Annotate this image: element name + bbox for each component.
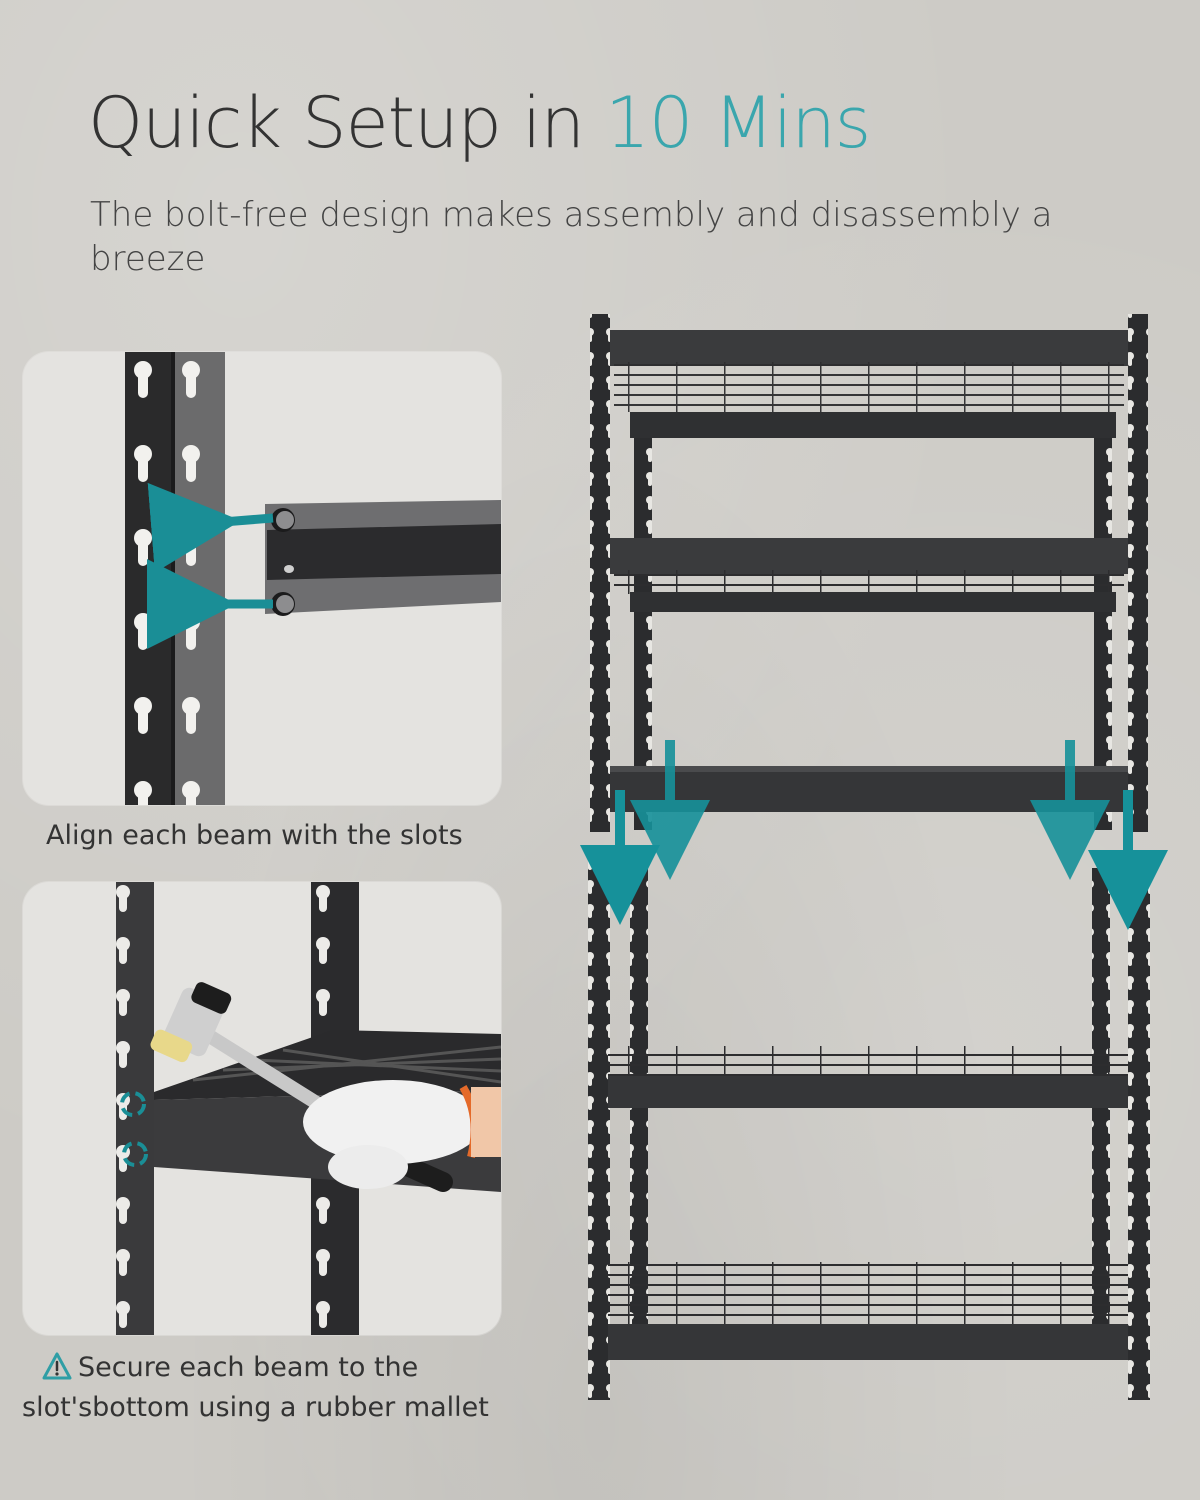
subheadline: The bolt-free design makes assembly and … xyxy=(90,195,1053,279)
down-arrow-icons xyxy=(580,740,1168,930)
step-1-caption: Align each beam with the slots xyxy=(46,820,463,851)
step-2-caption-text: Secure each beam to the slot'sbottom usi… xyxy=(22,1352,489,1423)
headline-accent: 10 Mins xyxy=(605,82,871,164)
headline-prefix: Quick Setup in xyxy=(88,82,606,164)
warning-icon xyxy=(42,1352,72,1390)
arrow-icon xyxy=(147,482,274,573)
headline: Quick Setup in 10 Mins xyxy=(88,88,871,158)
step-1-image-panel xyxy=(23,352,501,805)
step-2-caption: Secure each beam to the slot'sbottom usi… xyxy=(22,1350,542,1426)
step-2-image-panel xyxy=(23,882,501,1335)
mallet-illustration xyxy=(116,882,501,1335)
shelving-unit-illustration xyxy=(580,314,1168,1400)
upright-slot-illustration xyxy=(125,352,501,805)
